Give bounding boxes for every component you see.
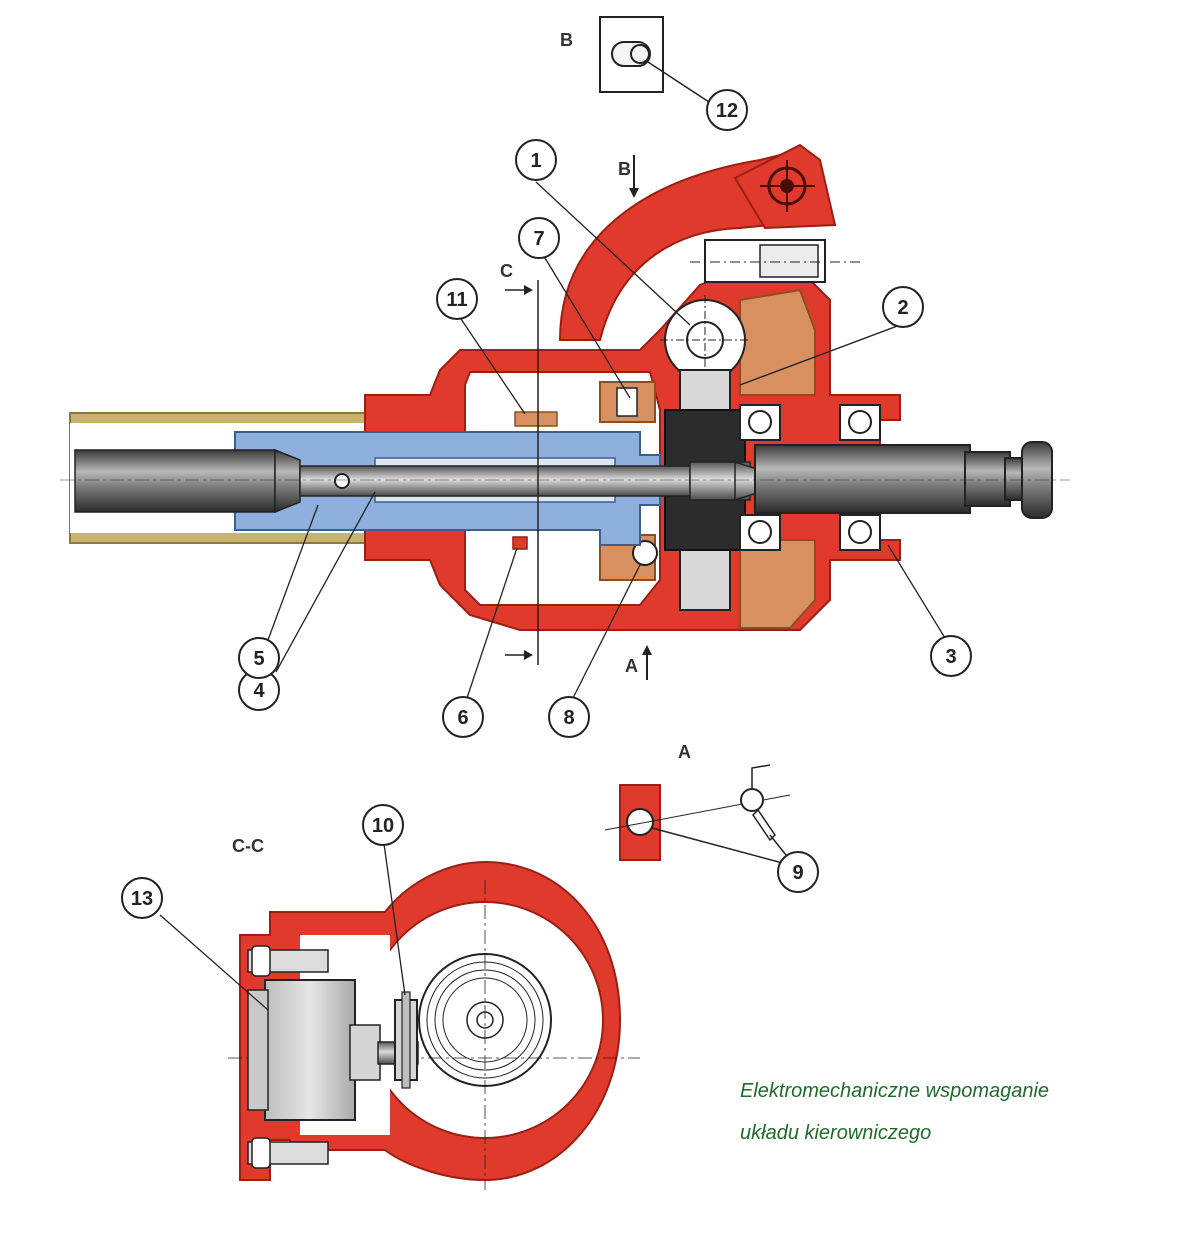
right-bearings [739,404,881,551]
callout-10-text: 10 [372,815,394,837]
callout-4-text: 4 [253,680,265,702]
view-b-detail: B [560,16,713,105]
section-arrow-b: B [618,155,639,198]
section-arrow-b-label: B [618,159,631,179]
sensor-ring-bottom [512,536,528,550]
callout-11: 11 [436,278,478,320]
callout-1: 1 [515,139,557,181]
callout-8-text: 8 [563,707,574,729]
callout-8: 8 [548,696,590,738]
output-shaft [754,444,971,514]
callout-6: 6 [442,696,484,738]
column-rod-left [74,449,276,513]
view-b-pin [630,44,650,64]
callout-3-text: 3 [945,646,956,668]
callout-9-text: 9 [792,862,803,884]
callout-2: 2 [882,286,924,328]
view-cc: C-C [228,836,640,1190]
view-cc-label: C-C [232,836,264,856]
view-a-detail: A [604,742,791,866]
sensor-ring-top [514,411,558,427]
callout-3: 3 [930,635,972,677]
callout-6-text: 6 [457,707,468,729]
output-shaft-spline [964,451,1011,507]
callout-5-text: 5 [253,648,264,670]
callout-9: 9 [777,851,819,893]
callout-13-text: 13 [131,888,153,910]
callout-2-text: 2 [897,297,908,319]
callout-13: 13 [121,877,163,919]
torsion-bar [299,465,691,497]
caption-line-2: układu kierowniczego [740,1122,932,1144]
callout-1-text: 1 [530,150,541,172]
torsion-pin [334,473,350,489]
callout-12-text: 12 [716,100,738,122]
section-arrow-a: A [625,645,652,680]
view-b-leader [647,61,713,105]
callout-12: 12 [706,89,748,131]
caption-line-1: Elektromechaniczne wspomaganie [740,1080,1050,1102]
view-a-label: A [678,742,691,762]
bearing-ball-8 [632,540,658,566]
callout-11-text: 11 [446,289,467,311]
leader-lines [159,181,946,1011]
callout-7: 7 [518,217,560,259]
section-arrow-c-label: C [500,261,513,281]
main-section-view: C A [60,143,1070,680]
view-a-ball [626,808,654,836]
cc-motor [264,979,356,1121]
cc-bolts [247,945,329,1169]
view-a-pin [740,788,764,812]
callout-7-text: 7 [533,228,544,250]
section-arrow-a-label: A [625,656,638,676]
view-b-label: B [560,30,573,50]
callout-5: 5 [238,637,280,679]
callout-10: 10 [362,804,404,846]
cc-motor-flange [247,989,269,1111]
